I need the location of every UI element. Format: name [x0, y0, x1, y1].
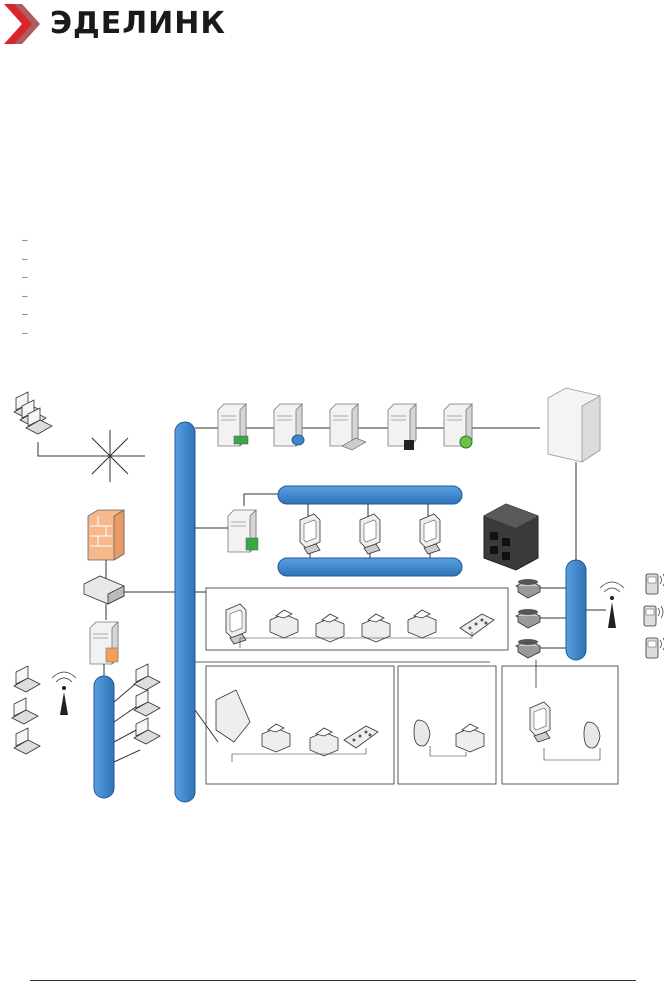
- bullet-list: – – – – – –: [22, 232, 28, 343]
- office-segment-3: [397, 665, 497, 785]
- firewall-icon: [87, 509, 125, 578]
- mainframe-icon: [547, 387, 601, 568]
- access-point-icon: [51, 671, 77, 715]
- server-globe-icon: [443, 403, 473, 449]
- network-diagram: [11, 387, 664, 803]
- footer-divider: [30, 980, 636, 981]
- wireless-bus: [93, 675, 141, 799]
- server-card-icon: [217, 403, 249, 447]
- telephony-bus: [540, 559, 606, 661]
- bullet-item: –: [22, 272, 28, 283]
- bullet-item: –: [22, 327, 28, 339]
- backbone-bus: [174, 421, 196, 803]
- logo-mark-icon: [4, 4, 40, 44]
- app-server-icon: [195, 493, 280, 553]
- cell-tower-icon: [599, 581, 625, 628]
- storage-array-icon: [483, 503, 539, 571]
- proxy-server-icon: [89, 621, 119, 676]
- terminals-icon: [299, 504, 441, 558]
- bullet-item: –: [22, 253, 28, 265]
- company-logo: ЭДЕЛИНК: [0, 0, 240, 48]
- bullet-item: –: [22, 235, 28, 246]
- router-icon: [83, 575, 176, 620]
- terminal-bus-bottom: [277, 557, 463, 577]
- server-keyboard-icon: [329, 403, 367, 451]
- office-segment-4: [501, 665, 619, 785]
- logo-text: ЭДЕЛИНК: [50, 6, 226, 41]
- office-segment-1: [195, 587, 509, 651]
- mobile-devices-icon: [643, 573, 664, 659]
- server-lock-icon: [387, 403, 417, 450]
- wireless-laptops-icon: [11, 663, 161, 755]
- server-row: [195, 403, 540, 451]
- remote-laptops-icon: [13, 391, 53, 435]
- server-database-icon: [273, 403, 305, 447]
- office-segment-2: [194, 665, 395, 785]
- internet-star-icon: [37, 430, 145, 482]
- bullet-item: –: [22, 309, 28, 320]
- desk-phones-icon: [515, 578, 541, 659]
- bullet-item: –: [22, 290, 28, 302]
- terminal-bus-top: [277, 485, 463, 505]
